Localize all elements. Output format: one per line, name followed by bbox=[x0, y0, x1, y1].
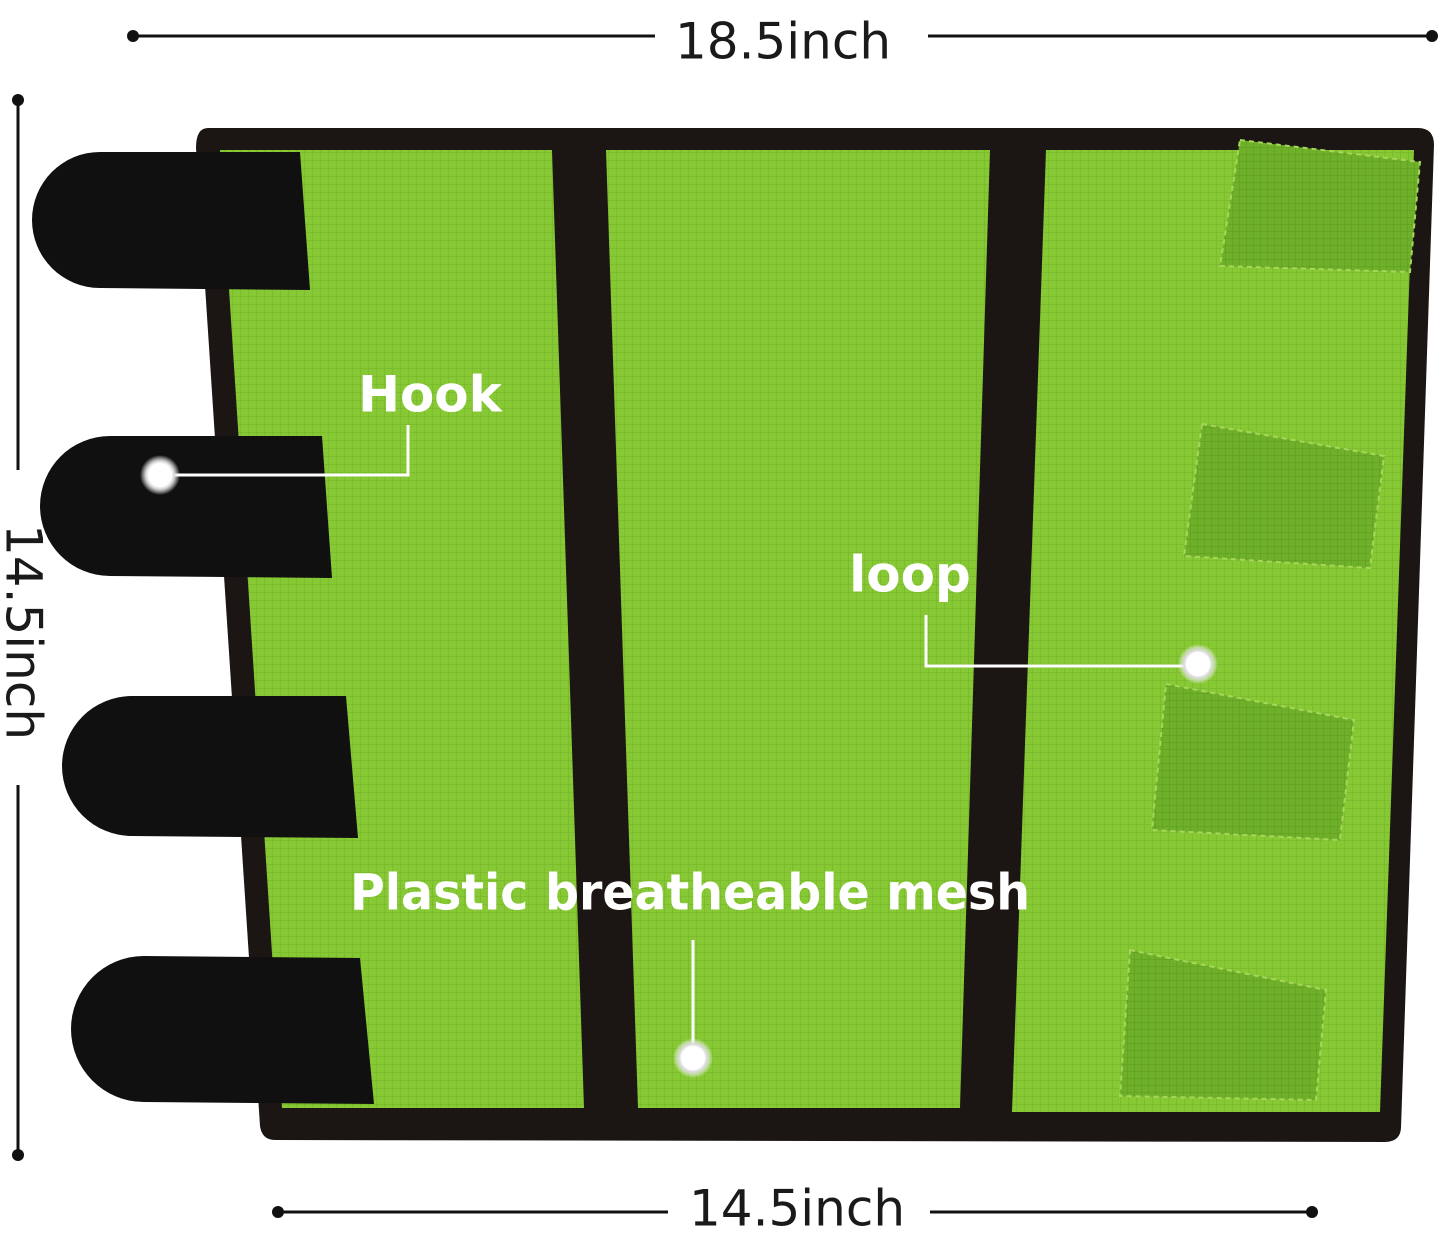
hook-callout-dot-core bbox=[148, 463, 172, 487]
top-dimension-label: 18.5inch bbox=[675, 13, 891, 71]
bottom-dimension-endpoint-right bbox=[1306, 1206, 1318, 1218]
loop-patch-1 bbox=[1218, 138, 1422, 274]
left-dimension-endpoint-bottom bbox=[12, 1149, 24, 1161]
top-dimension: 18.5inch bbox=[127, 13, 1438, 71]
hook-callout-leader bbox=[160, 425, 410, 477]
bottom-dimension: 14.5inch bbox=[272, 1180, 1318, 1235]
hook-callout: Hook bbox=[140, 366, 504, 495]
hook-callout-label: Hook bbox=[358, 366, 504, 424]
mesh-callout-label: Plastic breatheable mesh bbox=[350, 864, 1030, 922]
left-dimension-label: 14.5inch bbox=[0, 524, 53, 740]
hook-tab-1 bbox=[32, 152, 310, 290]
wrap-body bbox=[196, 128, 1434, 1142]
loop-callout: loop bbox=[849, 546, 1218, 684]
bottom-dimension-endpoint-left bbox=[272, 1206, 284, 1218]
loop-callout-label: loop bbox=[849, 546, 971, 604]
hook-tab-3 bbox=[62, 696, 358, 838]
mesh-panel-left bbox=[220, 150, 584, 1108]
hook-tab-4 bbox=[71, 956, 374, 1104]
mesh-callout-dot-core bbox=[681, 1046, 705, 1070]
bottom-dimension-label: 14.5inch bbox=[689, 1180, 905, 1235]
loop-callout-dot-core bbox=[1186, 652, 1210, 676]
mesh-panel-right bbox=[1012, 150, 1414, 1112]
left-dimension: 14.5inch bbox=[0, 94, 53, 1161]
mesh-callout: Plastic breatheable mesh bbox=[350, 864, 1030, 1078]
loop-callout-leader bbox=[924, 615, 1198, 668]
top-dimension-endpoint-right bbox=[1426, 30, 1438, 42]
top-dimension-endpoint-left bbox=[127, 30, 139, 42]
hook-tab-2 bbox=[40, 436, 332, 578]
left-dimension-endpoint-top bbox=[12, 94, 24, 106]
loop-patch-4 bbox=[1118, 948, 1328, 1102]
hook-tabs bbox=[32, 152, 374, 1104]
loop-patch-2 bbox=[1182, 422, 1386, 570]
loop-patches bbox=[1118, 138, 1422, 1102]
mesh-panel-center bbox=[606, 150, 990, 1108]
loop-patch-3 bbox=[1150, 682, 1356, 842]
